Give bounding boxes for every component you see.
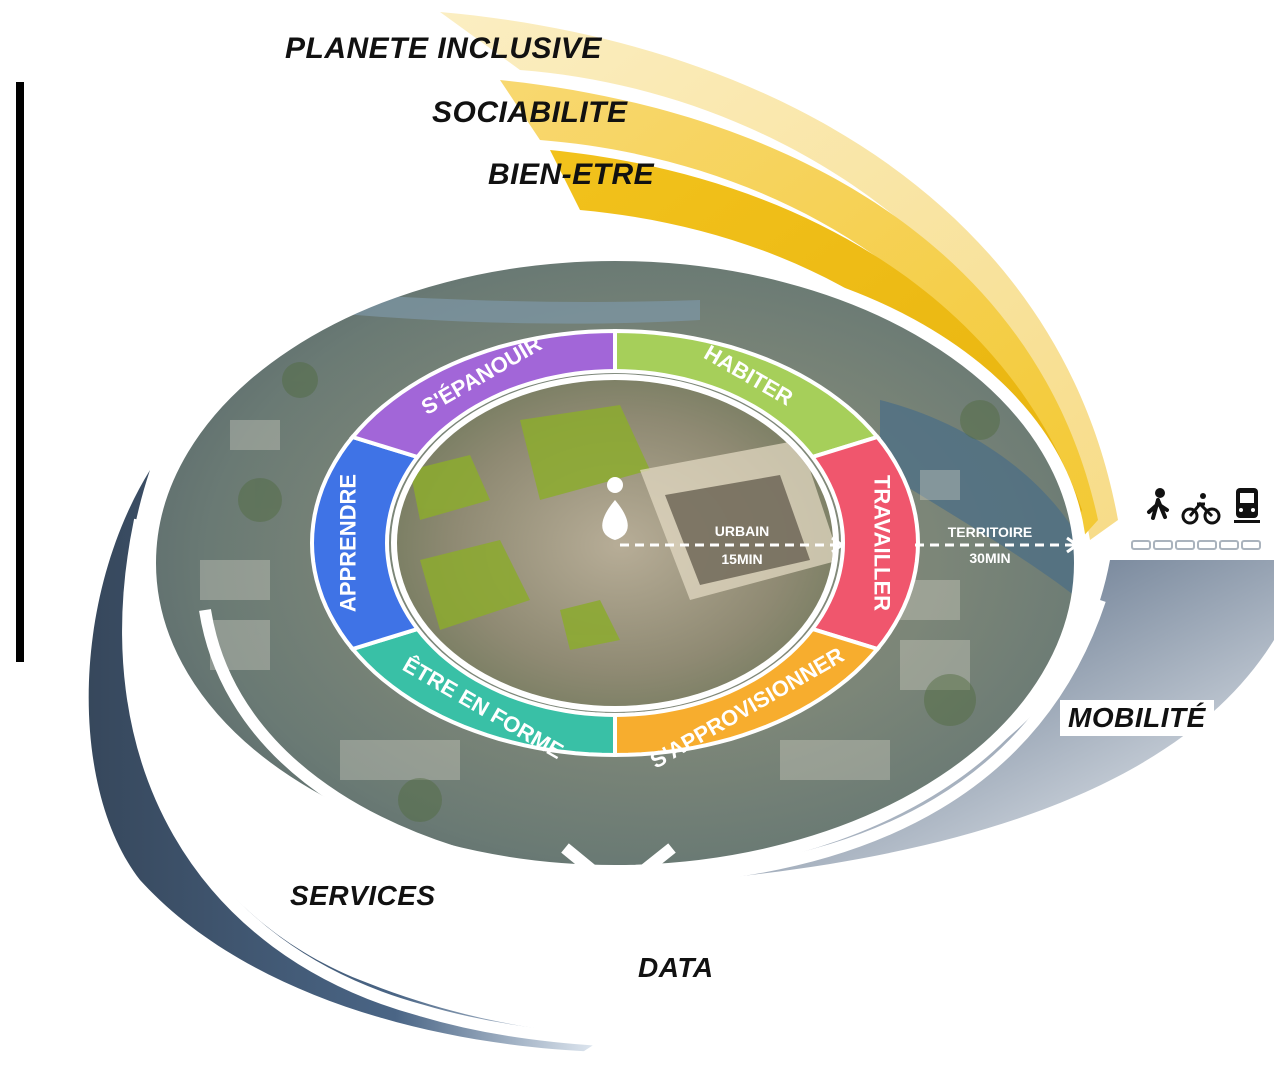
data-label: DATA xyxy=(638,952,714,983)
ring-segment-label: APPRENDRE xyxy=(335,474,360,612)
bien-etre-label: BIEN-ETRE xyxy=(488,158,655,191)
territoire-time: 30MIN xyxy=(969,550,1010,566)
ring-segment-label: TRAVAILLER xyxy=(870,475,895,611)
sociabilite-band xyxy=(500,80,1098,540)
bicycle-icon xyxy=(1181,493,1221,525)
left-vertical-bar xyxy=(16,82,24,662)
person-pin-icon xyxy=(602,477,628,540)
urbain-time: 15MIN xyxy=(721,551,762,567)
ring-segment-5 xyxy=(349,328,617,460)
territoire-label: TERRITOIRE xyxy=(948,524,1033,540)
services-arrow xyxy=(122,518,601,1046)
train-icon xyxy=(1234,488,1260,523)
person-walking-icon xyxy=(1147,488,1169,520)
rail-track xyxy=(1131,540,1261,550)
services-swoosh xyxy=(88,470,601,1052)
urbain-label: URBAIN xyxy=(715,523,769,539)
bien-etre-band xyxy=(550,150,1082,540)
planete-band xyxy=(440,12,1118,540)
inner-loop-arrow-right xyxy=(639,598,1106,886)
mobility-swoosh xyxy=(640,560,1274,885)
sociabilite-label: SOCIABILITE xyxy=(432,96,628,129)
services-label: SERVICES xyxy=(282,878,444,914)
inner-loop-arrow-left xyxy=(199,609,591,886)
planete-label: PLANETE INCLUSIVE xyxy=(285,32,602,65)
mobilite-label: MOBILITÉ xyxy=(1060,700,1214,736)
